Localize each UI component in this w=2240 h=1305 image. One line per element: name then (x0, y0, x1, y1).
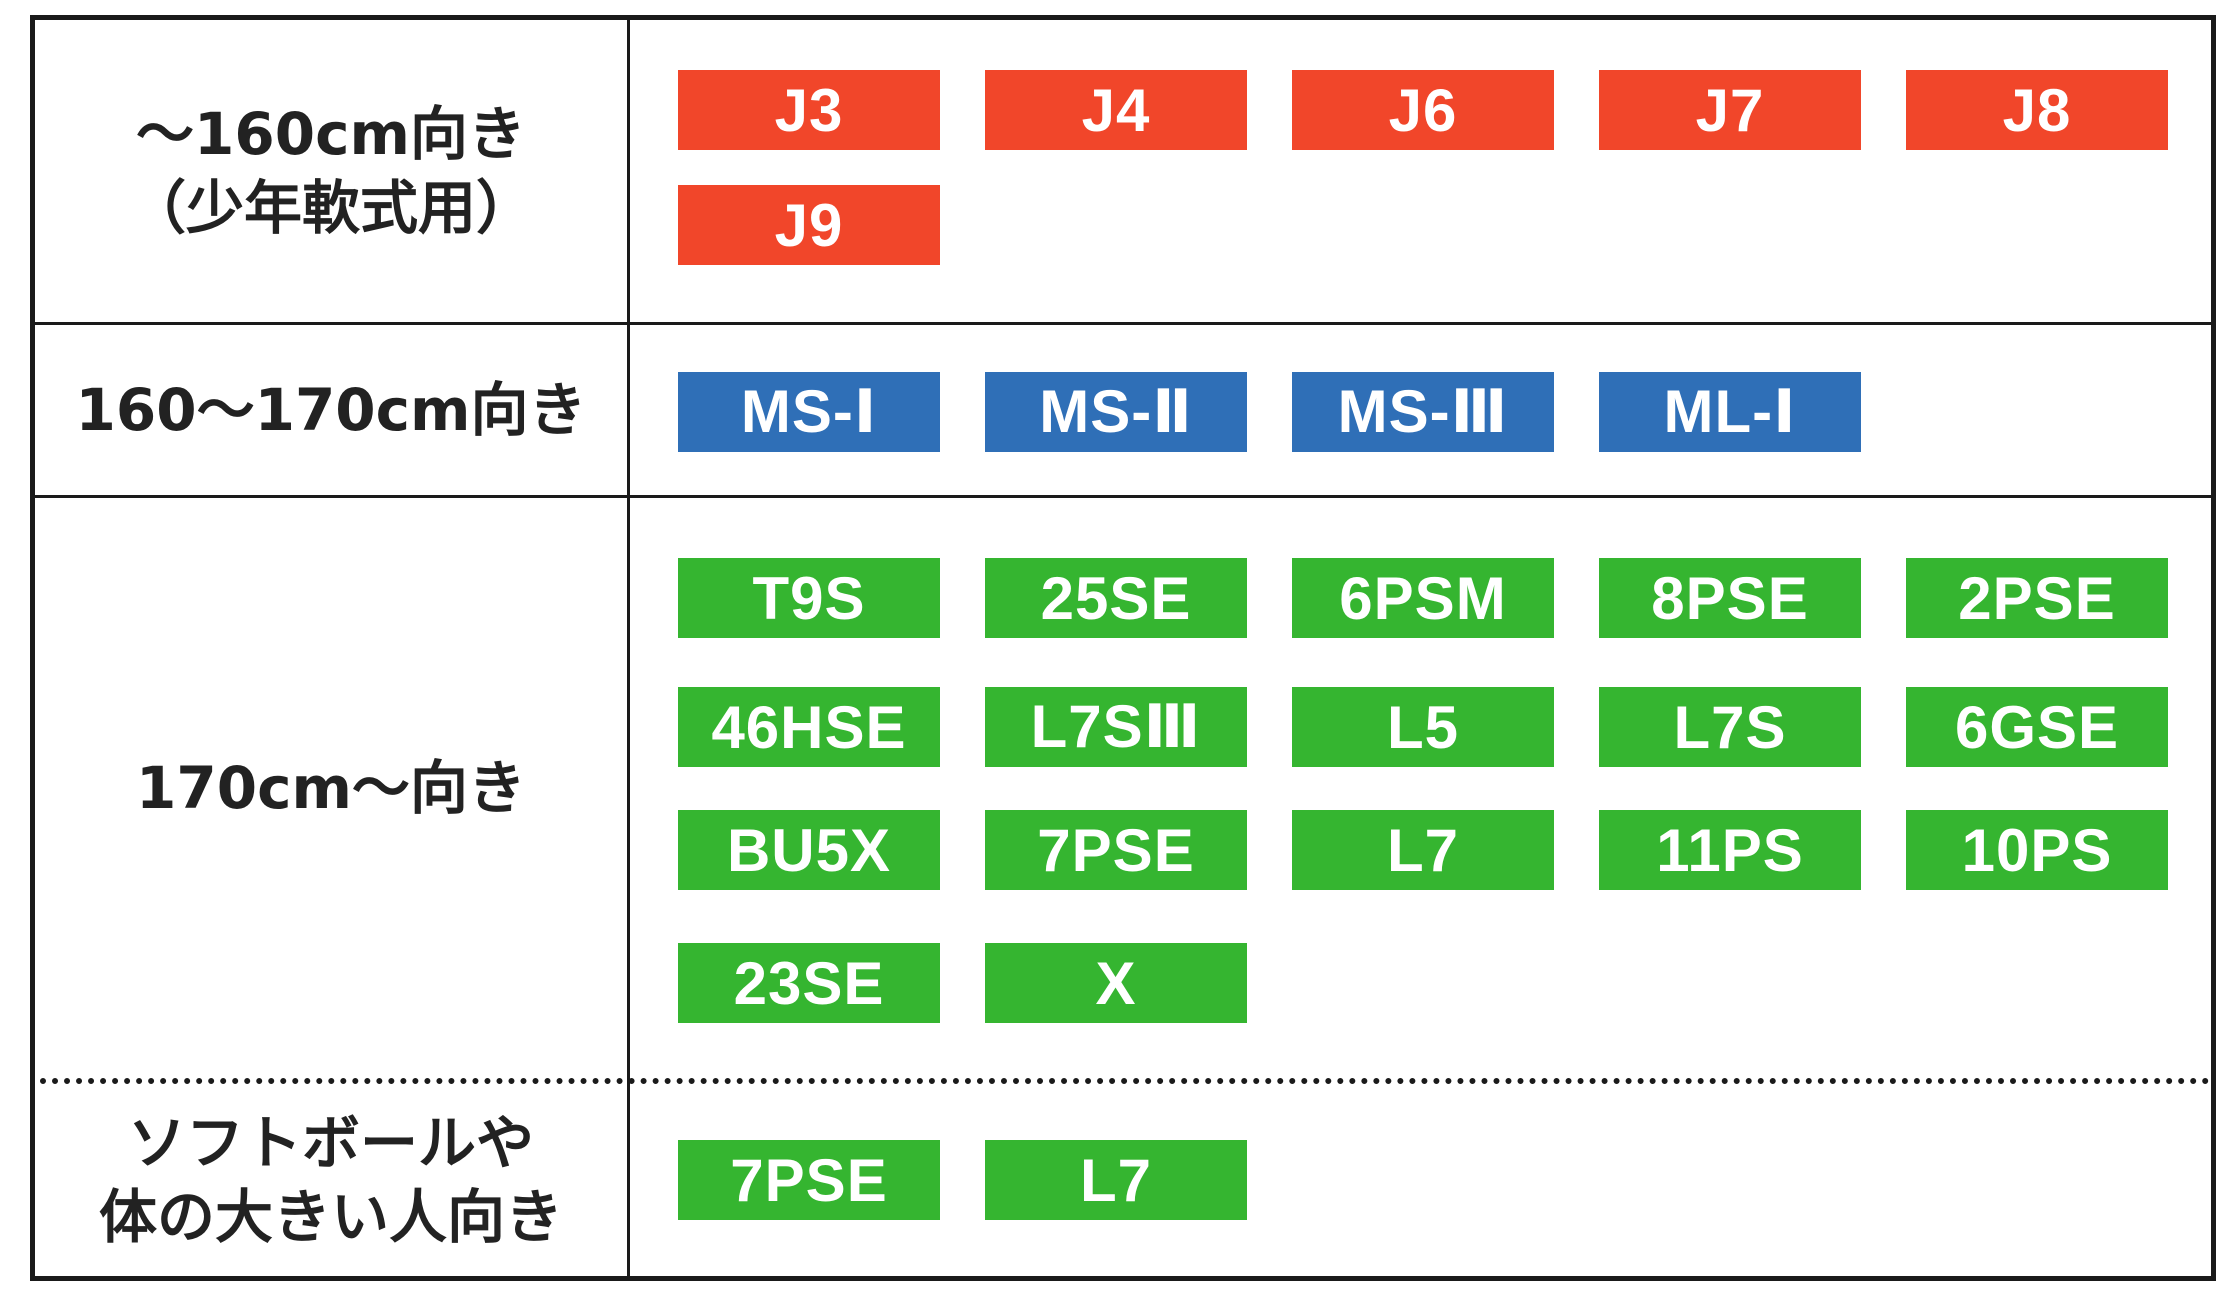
row-label-line: （少年軟式用） (127, 174, 534, 242)
model-badge-7pse-softball: 7PSE (678, 1140, 940, 1220)
row-label-line: ～160cm向き (136, 99, 526, 168)
model-badge-l7s: L7S (1599, 687, 1861, 767)
model-badge-ms-2: MS-Ⅱ (985, 372, 1247, 452)
model-badge-2pse: 2PSE (1906, 558, 2168, 638)
row-label-160-170: 160～170cm向き (35, 325, 627, 495)
model-badge-t9s: T9S (678, 558, 940, 638)
model-badge-j3: J3 (678, 70, 940, 150)
model-badge-l7s3: L7SⅢ (985, 687, 1247, 767)
row-label-line: 160～170cm向き (75, 375, 587, 444)
model-badge-25se: 25SE (985, 558, 1247, 638)
column-divider (627, 20, 630, 1276)
row-label-line: 170cm～向き (136, 753, 526, 822)
model-badge-ms-3: MS-Ⅲ (1292, 372, 1554, 452)
model-badge-j4: J4 (985, 70, 1247, 150)
model-badge-j6: J6 (1292, 70, 1554, 150)
row-label-line: 体の大きい人向き (98, 1183, 563, 1251)
model-badge-6psm: 6PSM (1292, 558, 1554, 638)
row-divider (35, 322, 2211, 325)
model-badge-j8: J8 (1906, 70, 2168, 150)
model-badge-l5: L5 (1292, 687, 1554, 767)
row-label-softball: ソフトボールや 体の大きい人向き (35, 1084, 627, 1276)
model-badge-23se: 23SE (678, 943, 940, 1023)
model-badge-11ps: 11PS (1599, 810, 1861, 890)
model-badge-8pse: 8PSE (1599, 558, 1861, 638)
row-label-over-170: 170cm～向き (35, 498, 627, 1078)
model-badge-7pse: 7PSE (985, 810, 1247, 890)
dotted-row-divider (40, 1078, 2210, 1084)
model-badge-ms-1: MS-Ⅰ (678, 372, 940, 452)
model-badge-l7-softball: L7 (985, 1140, 1247, 1220)
model-badge-x: X (985, 943, 1247, 1023)
model-badge-46hse: 46HSE (678, 687, 940, 767)
table-frame (30, 15, 2216, 1281)
model-badge-bu5x: BU5X (678, 810, 940, 890)
model-badge-10ps: 10PS (1906, 810, 2168, 890)
model-badge-j7: J7 (1599, 70, 1861, 150)
row-divider (35, 495, 2211, 498)
row-label-line: ソフトボールや (127, 1108, 534, 1177)
row-label-under-160: ～160cm向き （少年軟式用） (35, 20, 627, 322)
model-badge-j9: J9 (678, 185, 940, 265)
model-badge-l7: L7 (1292, 810, 1554, 890)
model-badge-6gse: 6GSE (1906, 687, 2168, 767)
model-badge-ml-1: ML-Ⅰ (1599, 372, 1861, 452)
